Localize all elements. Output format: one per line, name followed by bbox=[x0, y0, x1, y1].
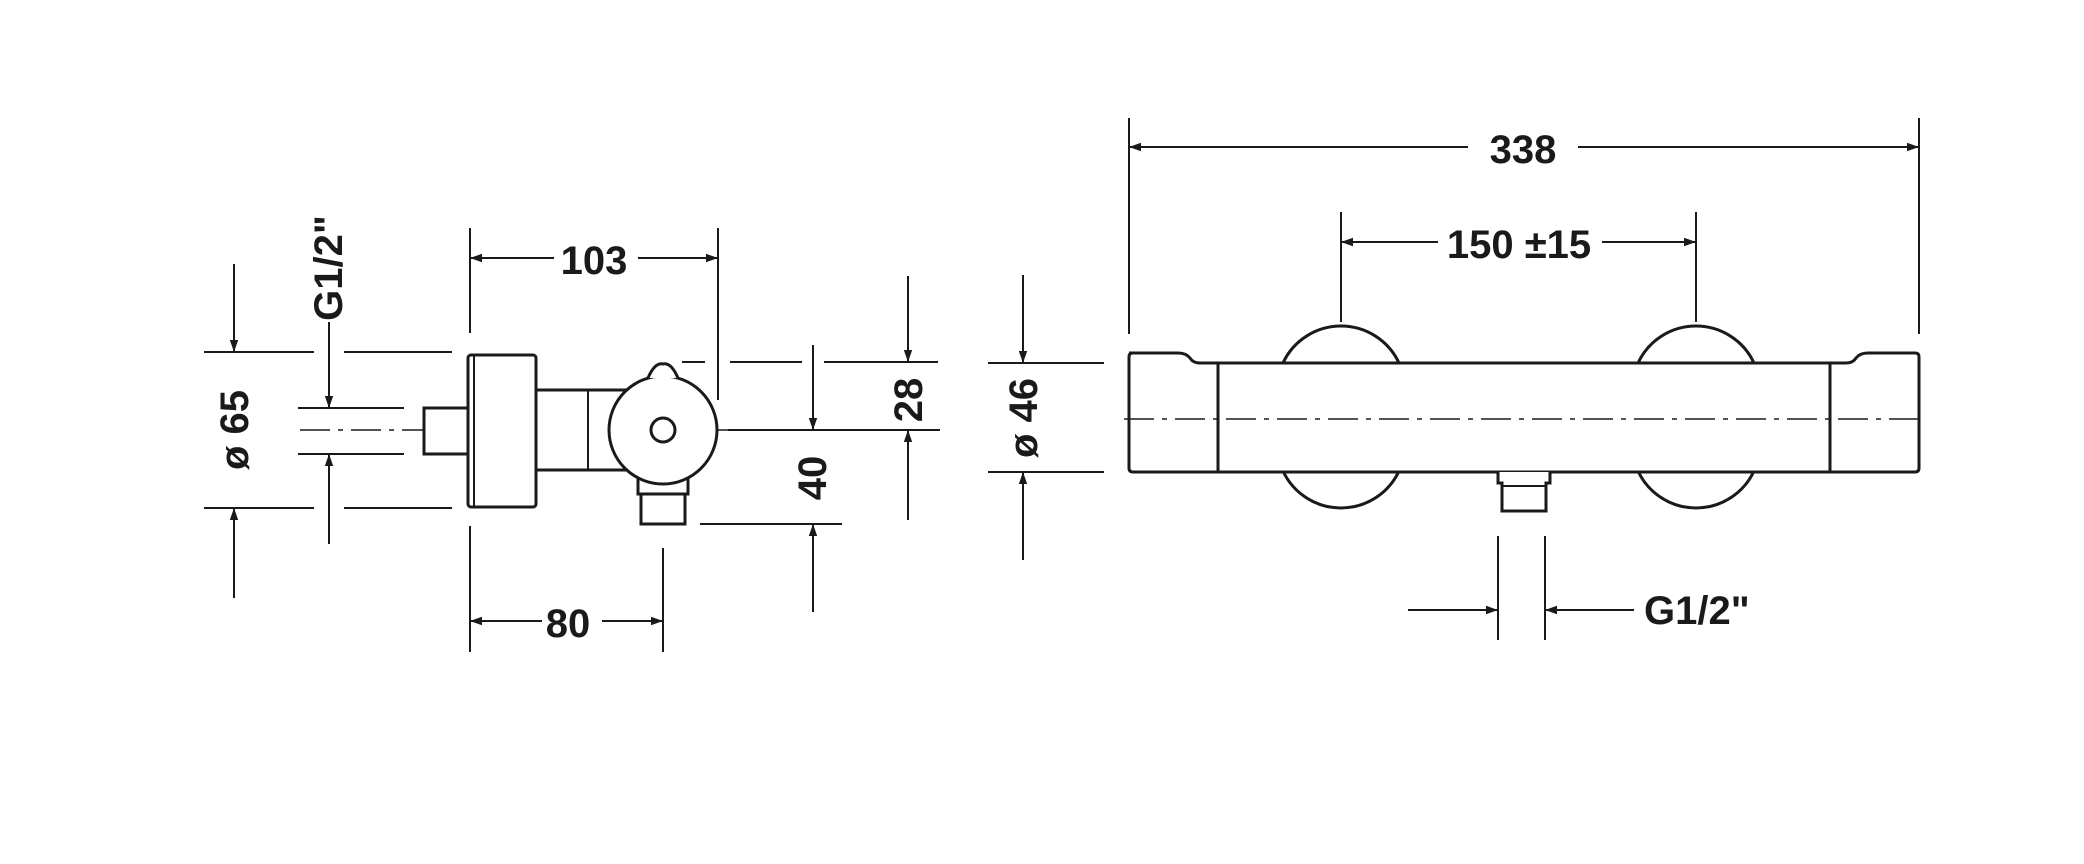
bottom-outlet bbox=[1496, 472, 1552, 513]
outlet-nut bbox=[639, 492, 687, 526]
front-view: 338 150 ±15 ø 46 G1/2" bbox=[988, 118, 1922, 640]
wall-disc-left-bottom bbox=[1281, 470, 1401, 510]
dim-label-inlet-thread: G1/2" bbox=[307, 215, 351, 321]
wall-disc-left-top bbox=[1281, 324, 1401, 364]
wall-disc-right-bottom bbox=[1636, 470, 1756, 510]
inlet-stub bbox=[422, 406, 470, 456]
cap-body bbox=[466, 353, 538, 509]
knob-hole bbox=[649, 416, 677, 444]
dim-label-height-lower: 40 bbox=[791, 456, 835, 501]
dim-label-outlet-thread: G1/2" bbox=[1644, 589, 1750, 633]
knob-tab bbox=[646, 362, 680, 379]
dim-label-body-length: 80 bbox=[546, 602, 591, 646]
wall-disc-right-top bbox=[1636, 324, 1756, 364]
dim-label-total-length: 338 bbox=[1490, 128, 1557, 172]
dim-label-height-upper: 28 bbox=[887, 378, 931, 423]
dim-label-inlet-spacing: 150 ±15 bbox=[1447, 223, 1591, 267]
side-view: 103 80 ø 65 G1/2" 40 28 bbox=[204, 215, 940, 652]
dim-label-overall-length: 103 bbox=[561, 239, 628, 283]
thermostat-body bbox=[1127, 351, 1921, 474]
dim-label-diameter: ø 65 bbox=[213, 390, 257, 470]
dim-label-diameter: ø 46 bbox=[1002, 378, 1046, 458]
